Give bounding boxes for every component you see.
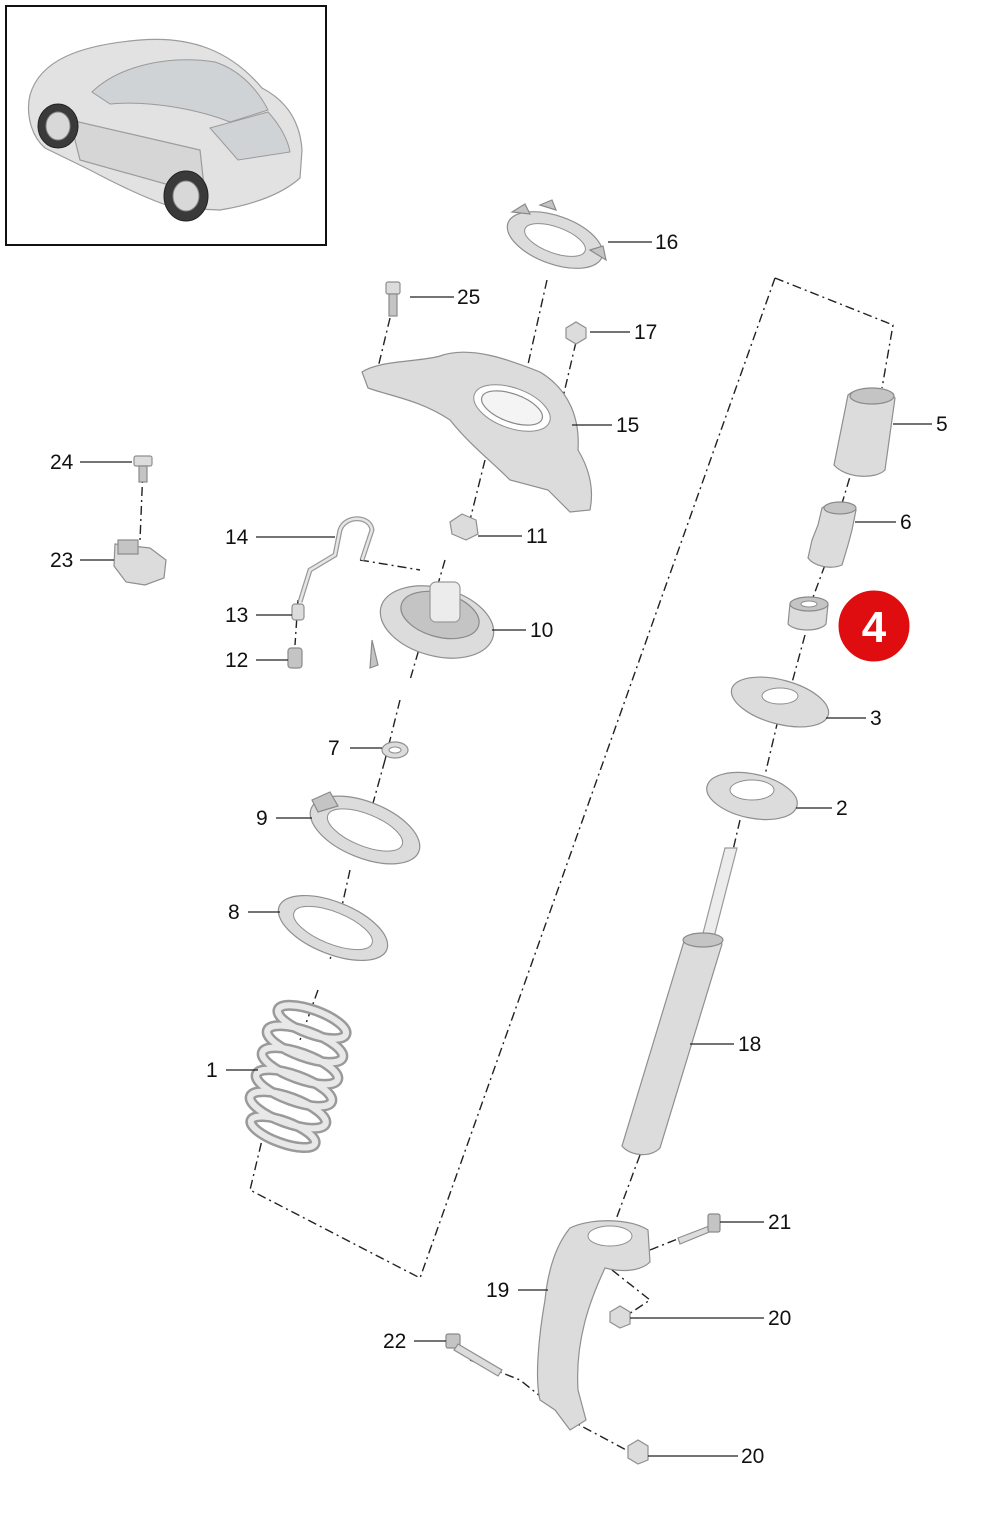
vehicle-thumbnail: [5, 5, 327, 246]
nut-11: [449, 513, 479, 541]
leader-lines: [80, 241, 932, 1457]
assembly-frame-line: [249, 277, 894, 1279]
highlight-badge-circle: [835, 587, 913, 665]
callout-2: 2: [836, 797, 848, 820]
callout-labels: 16 25 17 15 5 24 6 11 14 23 13 10 12 3 7…: [50, 231, 948, 1468]
callout-3: 3: [870, 707, 882, 730]
strut-bearing-mount: [369, 581, 495, 669]
nut-12: [287, 647, 303, 669]
bushing-4: [787, 596, 829, 631]
coil-spring: [244, 999, 352, 1154]
nut-20-upper: [609, 1305, 631, 1329]
nut-20-lower: [627, 1439, 649, 1465]
strut-mount-bracket: [361, 351, 593, 513]
callout-19: 19: [486, 1279, 509, 1302]
highlight-badge-label: 4: [862, 603, 887, 652]
shock-absorber: [621, 847, 738, 1156]
damper-axis: [469, 459, 856, 1453]
callout-6: 6: [900, 511, 912, 534]
sensor-23: [113, 539, 167, 586]
plate-2: [706, 771, 798, 821]
callout-8: 8: [228, 901, 240, 924]
bolt-25: [385, 281, 401, 317]
spring-retainer-9: [309, 791, 421, 865]
callout-24: 24: [50, 451, 74, 474]
nut-17: [565, 321, 587, 345]
callout-13: 13: [225, 604, 248, 627]
callout-23: 23: [50, 549, 73, 572]
bolt-21: [677, 1213, 721, 1245]
callout-9: 9: [256, 807, 268, 830]
protective-sleeve: [833, 387, 896, 477]
callout-20-upper: 20: [768, 1307, 791, 1330]
callout-1: 1: [206, 1059, 218, 1082]
callout-22: 22: [383, 1330, 406, 1353]
spring-pad-8: [277, 894, 389, 962]
ball-joint-13: [291, 603, 305, 621]
callout-21: 21: [768, 1211, 791, 1234]
callout-11: 11: [526, 525, 548, 548]
sensor-link-rod: [297, 516, 375, 603]
callout-14: 14: [225, 526, 249, 549]
callout-5: 5: [936, 413, 948, 436]
callout-7: 7: [328, 737, 340, 760]
callout-12: 12: [225, 649, 248, 672]
plate-3: [730, 676, 830, 728]
callout-15: 15: [616, 414, 639, 437]
bump-stop: [807, 501, 857, 568]
callout-25: 25: [457, 286, 480, 309]
callout-20-lower: 20: [741, 1445, 764, 1468]
callout-10: 10: [530, 619, 553, 642]
sensor-axis: [139, 467, 421, 646]
bolt-22: [445, 1333, 503, 1377]
callout-16: 16: [655, 231, 678, 254]
callout-17: 17: [634, 321, 657, 344]
damper-fork: [536, 1220, 651, 1431]
highlight-badge: 4: [835, 587, 913, 665]
callout-18: 18: [738, 1033, 761, 1056]
washer-7: [381, 741, 409, 759]
bolt-24: [133, 455, 153, 483]
upper-spring-seat: [506, 199, 607, 269]
